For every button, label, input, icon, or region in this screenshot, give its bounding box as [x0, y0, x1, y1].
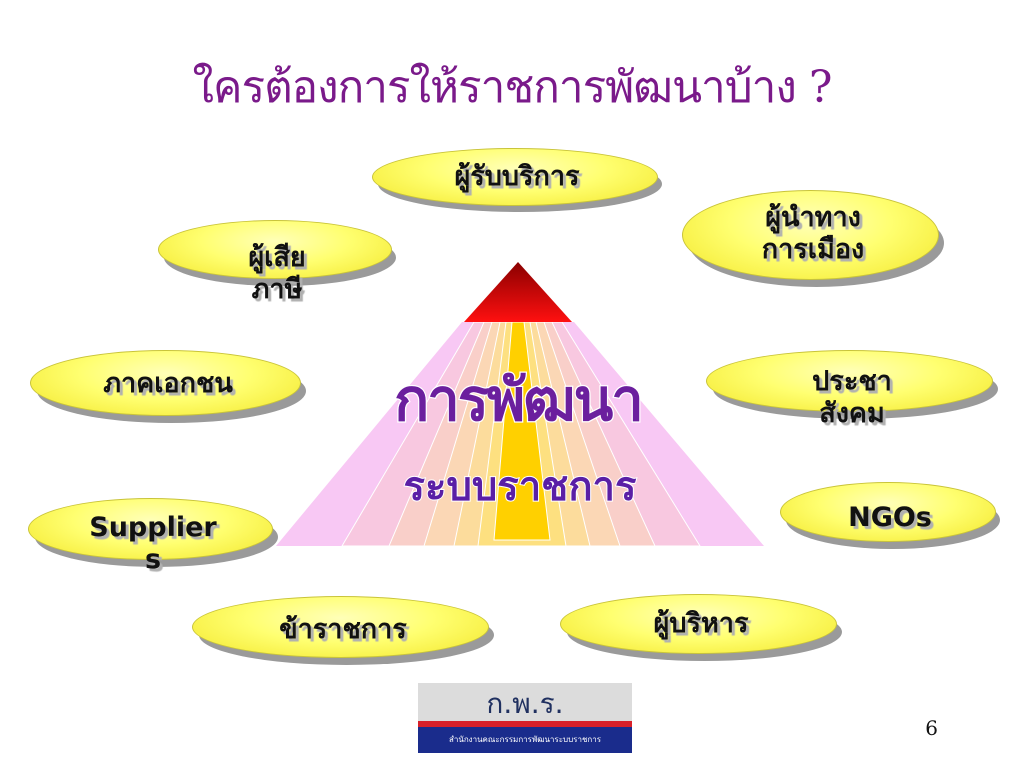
- page-title: ใครต้องการให้ราชการพัฒนาบ้าง ?: [192, 62, 833, 113]
- oval-label: ผู้เสีย ภาษี: [248, 242, 306, 305]
- oval-label: NGOs: [848, 502, 932, 533]
- oval-private-sector: ภาคเอกชน: [30, 350, 306, 424]
- oval-label: Supplier s: [89, 512, 217, 575]
- pyramid-apex: [464, 262, 572, 322]
- oval-label: ประชา สังคม: [812, 366, 892, 429]
- oval-ngos: NGOs: [780, 482, 1000, 550]
- oval-civil-servants: ข้าราชการ: [192, 596, 494, 666]
- oval-label: ข้าราชการ: [279, 614, 407, 645]
- logo-divider: [418, 721, 632, 727]
- oval-political-leaders: ผู้นำทาง การเมือง: [682, 190, 944, 290]
- oval-label: ผู้บริหาร: [653, 608, 749, 639]
- logo-subtitle: สำนักงานคณะกรรมการพัฒนาระบบราชการ: [418, 727, 632, 753]
- page-number: 6: [925, 716, 938, 740]
- oval-civil-society: ประชา สังคม: [706, 350, 998, 429]
- oval-label: ผู้นำทาง การเมือง: [761, 202, 865, 265]
- opdc-logo: ก.พ.ร. สำนักงานคณะกรรมการพัฒนาระบบราชการ: [418, 683, 632, 753]
- oval-suppliers: Supplier s: [28, 498, 278, 575]
- oval-taxpayers: ผู้เสีย ภาษี: [158, 220, 396, 305]
- oval-label: ผู้รับบริการ: [454, 161, 580, 192]
- oval-executives: ผู้บริหาร: [560, 594, 842, 662]
- oval-service-recipients: ผู้รับบริการ: [372, 148, 662, 212]
- oval-label: ภาคเอกชน: [103, 368, 233, 399]
- pyramid-title: การพัฒนา: [394, 366, 642, 434]
- logo-name: ก.พ.ร.: [486, 687, 564, 720]
- pyramid-subtitle: ระบบราชการ: [403, 464, 637, 510]
